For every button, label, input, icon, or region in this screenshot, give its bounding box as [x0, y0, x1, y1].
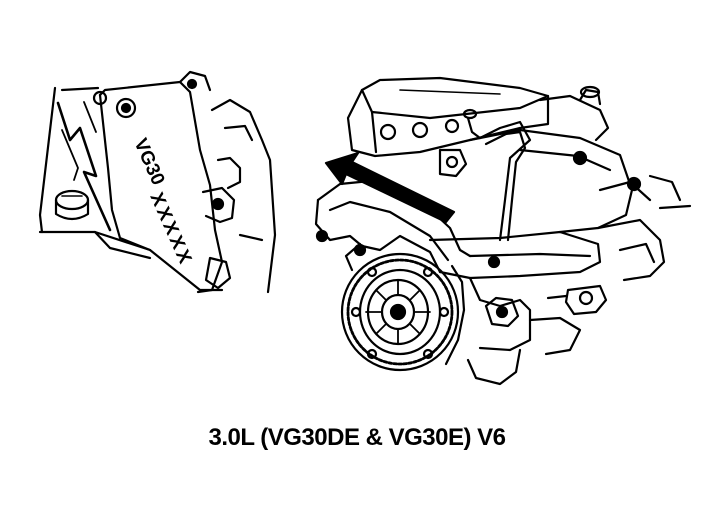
block-stamp-detail	[38, 70, 277, 294]
diagram-caption: 3.0L (VG30DE & VG30E) V6	[208, 424, 506, 451]
valve-cover	[346, 76, 550, 158]
flywheel	[340, 252, 460, 372]
stamp-serial-text: XXXXX	[145, 189, 196, 269]
locator-arrow	[324, 151, 456, 224]
stamp-model-text: VG30	[129, 135, 168, 188]
engine-assembly	[314, 76, 692, 386]
